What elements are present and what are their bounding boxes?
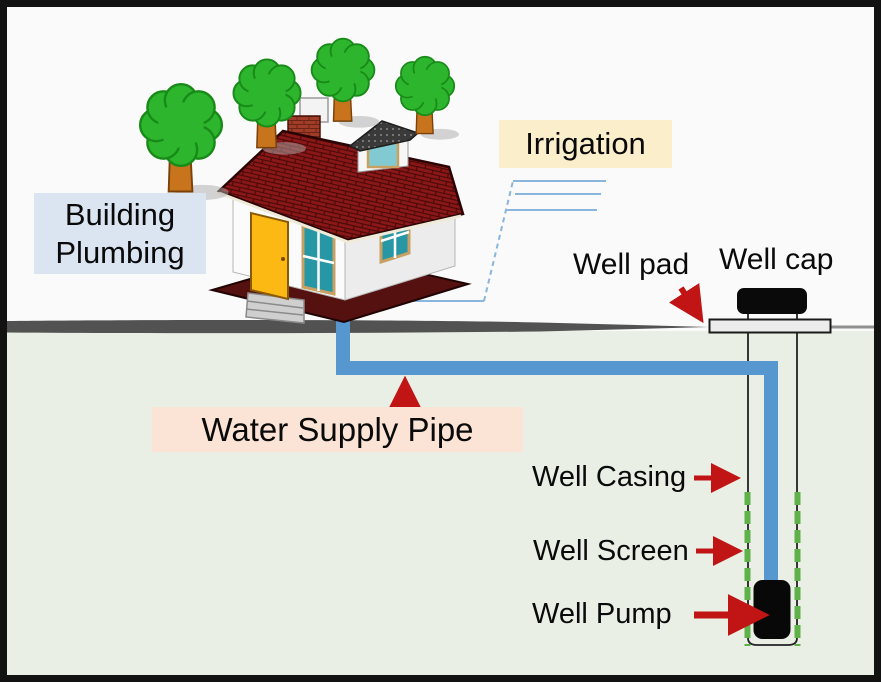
underground-background: [7, 331, 874, 675]
well-casing-label: Well Casing: [532, 461, 687, 493]
building-plumbing-line1: Building: [64, 196, 176, 232]
house-illustration: [208, 97, 472, 324]
well-pad-arrow: [668, 283, 704, 324]
well-cap: [737, 288, 807, 314]
irrigation-lines: [400, 180, 606, 302]
well-casing-line: [747, 313, 798, 646]
irrigation-label-box: Irrigation: [499, 120, 672, 168]
dormer-roof: [348, 120, 420, 152]
ground-surface-right: [830, 325, 874, 329]
annotation-arrows: [387, 283, 770, 636]
well-pump-graphic: [753, 580, 791, 639]
water-supply-pipe: [336, 296, 778, 583]
building-plumbing-line2: Plumbing: [55, 234, 185, 270]
building-plumbing-label-box: Building Plumbing: [34, 193, 206, 274]
water-supply-pipe-label-box: Water Supply Pipe: [152, 407, 523, 452]
well-screen-label: Well Screen: [533, 535, 689, 567]
house-door: [250, 211, 289, 301]
well-pump-label: Well Pump: [532, 598, 672, 630]
door-knob: [281, 257, 285, 261]
well-cap-label: Well cap: [719, 243, 834, 276]
roof-fascia: [218, 191, 462, 244]
well-pad: [708, 318, 832, 334]
ground-surface: [7, 320, 709, 334]
well-screen-dashes: [744, 492, 801, 646]
well-pad-label: Well pad: [573, 248, 690, 281]
